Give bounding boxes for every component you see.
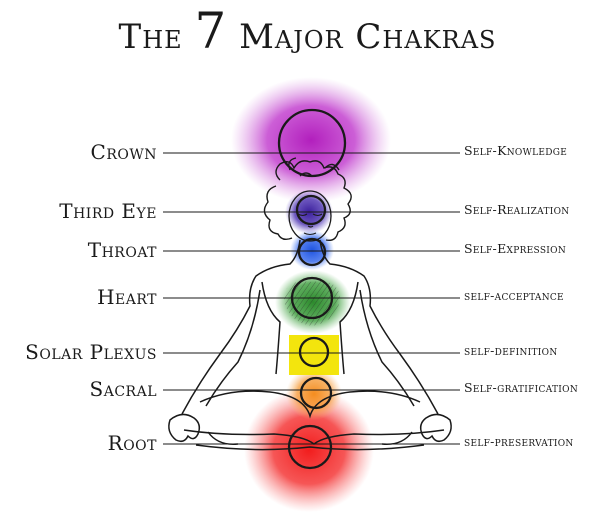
solar-plexus-quality: self-definition [464, 343, 558, 358]
root-quality: self-preservation [464, 434, 574, 449]
chakra-circles [277, 108, 347, 470]
root-circle [287, 424, 333, 470]
sacral-label: Sacral [89, 377, 157, 401]
root-glow [244, 388, 374, 512]
figure-eyes [297, 213, 323, 236]
crown-glow [231, 77, 391, 203]
heart-label: Heart [97, 285, 157, 309]
title-suffix: Major Chakras [239, 17, 497, 57]
title-number: 7 [194, 2, 228, 60]
third-eye-label: Third Eye [59, 199, 157, 223]
page-title: The 7 Major Chakras [0, 6, 615, 57]
title-prefix: The [118, 17, 183, 57]
solar-plexus-glow [289, 335, 339, 375]
throat-quality: Self-Expression [464, 241, 566, 256]
crown-label: Crown [90, 140, 157, 164]
throat-circle [297, 237, 327, 267]
throat-label: Throat [87, 238, 157, 262]
solar-plexus-circle [298, 336, 330, 368]
crown-circle [277, 108, 347, 178]
solar-plexus-label: Solar Plexus [25, 340, 157, 364]
sacral-quality: Self-gratification [464, 380, 579, 395]
third-eye-circle [295, 194, 327, 226]
third-eye-quality: Self-Realization [464, 202, 570, 217]
figure-face [288, 190, 332, 242]
sacral-glow [286, 368, 342, 420]
heart-quality: self-acceptance [464, 288, 564, 303]
leader-lines [163, 152, 460, 445]
heart-hatching [284, 281, 340, 326]
sacral-circle [299, 376, 333, 410]
root-label: Root [107, 431, 157, 455]
crown-quality: Self-Knowledge [464, 143, 568, 158]
